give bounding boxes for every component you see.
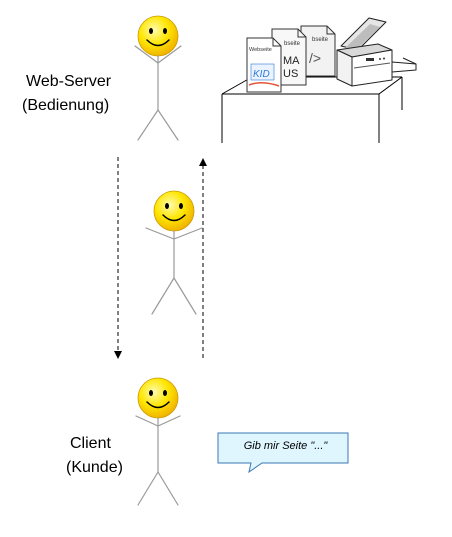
doc-front-header: Webseite <box>249 47 272 53</box>
client-label-line2: (Kunde) <box>66 459 123 476</box>
server-figure <box>134 15 182 141</box>
document-image-icon: Webseite KID <box>246 37 282 93</box>
smiley-face-icon <box>153 190 195 232</box>
smiley-face-icon <box>137 15 179 57</box>
arrow-up-icon <box>199 158 207 166</box>
messenger-body <box>145 227 203 315</box>
document-stack: bseite /> bseite MA US Webseite KID <box>246 25 336 93</box>
doc-middle-header: bseite <box>284 41 301 47</box>
doc-front-kid: KID <box>253 69 270 80</box>
client-body <box>135 415 181 506</box>
messenger-figure <box>145 190 203 315</box>
doc-middle-word-top: MA <box>283 55 300 67</box>
doc-back-header: bseite <box>312 37 329 43</box>
speech-bubble <box>217 432 349 474</box>
server-label-line1: Web-Server <box>26 73 112 90</box>
client-figure <box>135 377 181 506</box>
doc-middle-word-bottom: US <box>283 68 298 80</box>
smiley-face-icon <box>137 377 179 419</box>
printer-icon <box>336 17 417 87</box>
client-label-line1: Client <box>70 435 111 452</box>
request-arrow <box>199 158 207 358</box>
doc-back-symbol: /> <box>309 50 321 66</box>
arrow-down-icon <box>114 351 122 359</box>
server-label-line2: (Bedienung) <box>22 97 110 114</box>
response-arrow <box>114 157 122 359</box>
speech-text: Gib mir Seite "..." <box>243 440 328 452</box>
server-body <box>134 45 182 141</box>
